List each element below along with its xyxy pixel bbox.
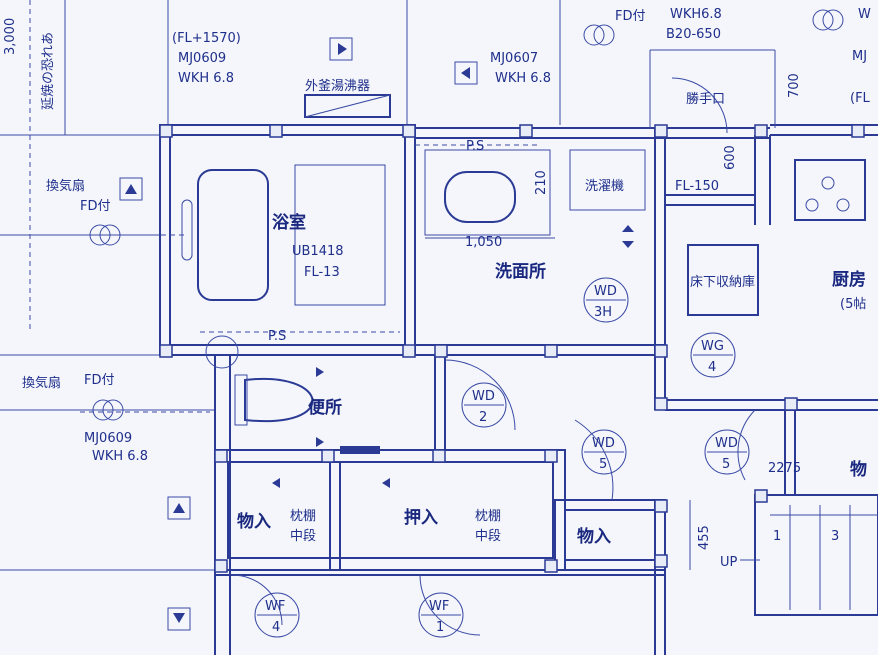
door-swings [231,49,776,636]
storage-right: 物入 [577,526,611,547]
kitchen-label: 厨房 [832,269,866,290]
washing-machine: 洗濯機 [585,179,624,194]
dim-600: 600 [723,145,738,170]
arrow-markers [119,37,634,631]
stair-3: 3 [831,529,839,544]
svg-text:WD: WD [594,284,617,299]
washroom-label: 洗面所 [495,261,546,282]
svg-text:WD: WD [715,436,738,451]
fl-right: (FL [850,91,871,106]
ps-bottom: P.S [268,329,286,344]
dim-455: 455 [697,525,712,550]
svg-text:5: 5 [722,457,730,472]
top-left-dim: 3,000 [3,18,18,55]
walls [159,124,878,655]
shelf-mid: 枕棚 [475,509,501,524]
fd-top: FD付 [615,9,646,24]
middle-left: 中段 [290,529,316,544]
ps-top: P.S [466,139,484,154]
svg-text:WD: WD [472,389,495,404]
gas-water-heater: 外釜湯沸器 [305,79,370,94]
back-door: 勝手口 [686,92,725,107]
storage-far: 物 [850,459,867,480]
b20-650: B20-650 [666,27,721,42]
svg-text:WG: WG [701,339,724,354]
up-label: UP [720,555,738,570]
fl13: FL-13 [304,265,340,280]
door-tags: WD 3H WD 2 WG 4 WD 5 WD 5 [254,277,750,638]
toilet-label: 便所 [308,397,342,418]
fan-top: 換気扇 [46,178,85,194]
svg-text:4: 4 [272,620,280,635]
tag-wf-4: WF 4 [254,592,300,638]
wkh68-mid: WKH 6.8 [495,71,551,86]
dim-2275: 2275 [768,461,801,476]
wkh68-bottom: WKH 6.8 [92,449,148,464]
svg-text:WF: WF [265,599,285,614]
wkh68-right: WKH6.8 [670,7,722,22]
fire-note: 延焼の恐れあ [41,32,56,110]
mj-right: MJ [852,49,867,64]
tag-wg-4: WG 4 [690,332,736,378]
svg-text:WD: WD [592,436,615,451]
middle-mid: 中段 [475,529,501,544]
fixtures [181,94,866,426]
dim-1050: 1,050 [465,235,502,250]
svg-text:2: 2 [479,410,487,425]
ub1418: UB1418 [292,244,344,259]
kitchen-sub: (5帖 [840,297,866,312]
w-right: W [858,7,871,22]
mj0609-top: MJ0609 [178,51,226,66]
tag-wf-1: WF 1 [418,592,464,638]
storage-left: 物入 [237,511,271,532]
column-posts [159,124,865,573]
dimension-lines [80,144,760,570]
fd-fan-bottom: FD付 [84,373,115,388]
svg-text:1: 1 [436,620,444,635]
svg-text:3H: 3H [594,305,612,320]
svg-text:WF: WF [429,599,449,614]
svg-text:4: 4 [708,360,716,375]
labels: 3,000 延焼の恐れあ (FL+1570) MJ0609 WKH 6.8 外釜… [3,7,871,570]
reference-lines [0,0,561,571]
fd-fan-top: FD付 [80,199,111,214]
stair-1: 1 [773,529,781,544]
closet-label: 押入 [404,507,438,528]
tag-wd-5-a: WD 5 [581,429,627,475]
dim-700: 700 [787,73,802,98]
dim-210: 210 [534,170,549,195]
shelf-left: 枕棚 [290,509,316,524]
svg-text:5: 5 [599,457,607,472]
mj0609-bottom: MJ0609 [84,431,132,446]
underfloor-storage: 床下収納庫 [690,275,755,290]
bath-label: 浴室 [272,212,306,233]
tag-wd-5-b: WD 5 [704,429,750,475]
fan-symbols [89,9,844,421]
fl150: FL-150 [675,179,719,194]
wkh68-top: WKH 6.8 [178,71,234,86]
fl-1570: (FL+1570) [172,31,241,46]
mj0607: MJ0607 [490,51,538,66]
fan-bottom: 換気扇 [22,375,61,391]
tag-wd-2: WD 2 [461,382,507,428]
tag-wd-3h: WD 3H [583,277,629,323]
